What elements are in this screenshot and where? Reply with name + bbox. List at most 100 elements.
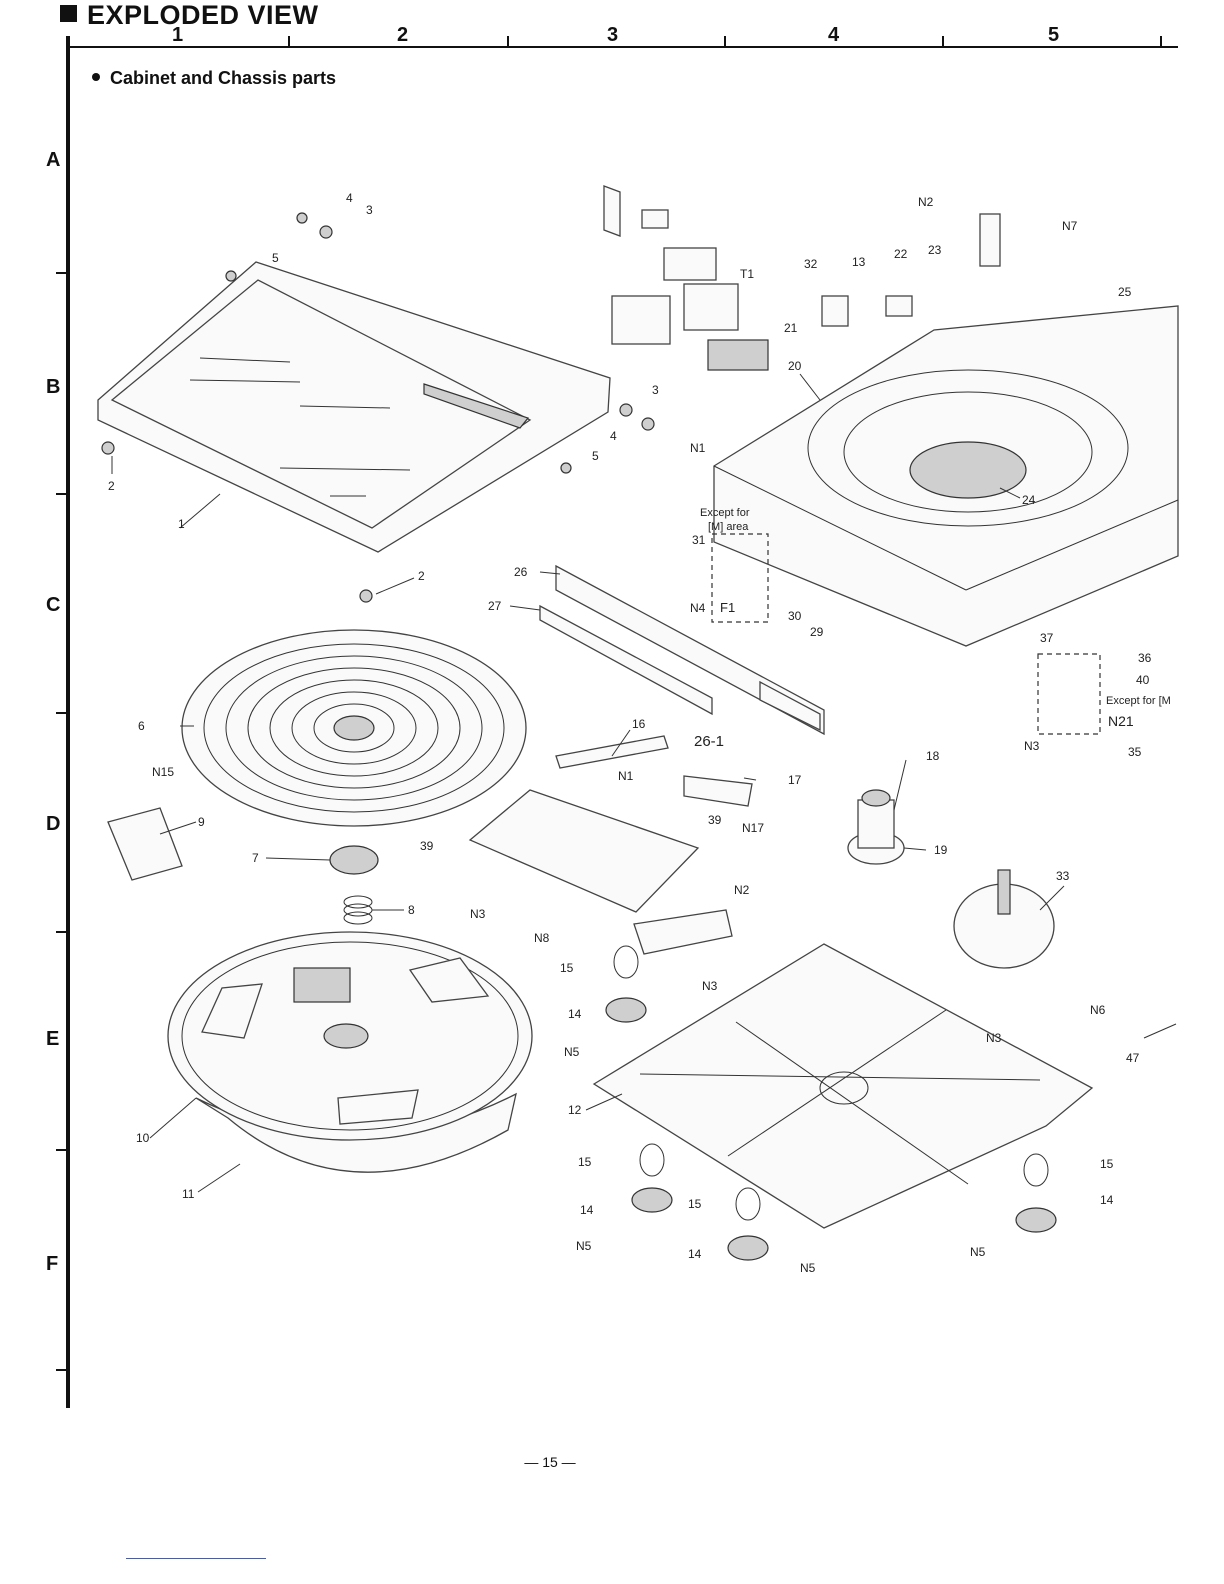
fuse-option-box — [711, 533, 769, 623]
callout: 14 — [568, 1007, 582, 1021]
callout: 2 — [418, 569, 425, 583]
callout: 25 — [1118, 285, 1132, 299]
callout: 30 — [788, 609, 802, 623]
callout: 33 — [1056, 869, 1070, 883]
callout: 29 — [810, 625, 824, 639]
col-tick — [1160, 36, 1162, 48]
row-tick — [56, 493, 68, 495]
main-chassis — [713, 305, 1179, 647]
option-note: Except for [M — [1106, 695, 1171, 707]
col-tick — [724, 36, 726, 48]
callout: 4 — [346, 191, 353, 205]
callout: 47 — [1126, 1051, 1140, 1065]
callout: 14 — [1100, 1193, 1114, 1207]
callout: 35 — [1128, 745, 1142, 759]
callout: 26-1 — [694, 733, 724, 750]
grid-col-3: 3 — [607, 24, 619, 46]
callout: 21 — [784, 321, 798, 335]
callout: 15 — [560, 961, 574, 975]
callout: N21 — [1108, 713, 1134, 729]
callout: N1 — [618, 769, 634, 783]
col-tick — [288, 36, 290, 48]
callout: 6 — [138, 719, 145, 733]
callout: F1 — [720, 600, 735, 615]
callout: 26 — [514, 565, 528, 579]
callout: N7 — [1062, 219, 1078, 233]
callout: N17 — [742, 821, 764, 835]
callout: 9 — [198, 815, 205, 829]
callout: N2 — [734, 883, 750, 897]
callout: N1 — [690, 441, 706, 455]
square-bullet-icon — [60, 5, 77, 22]
grid-col-5: 5 — [1048, 24, 1060, 46]
callout: 4 — [610, 429, 617, 443]
leader-lines — [111, 373, 1177, 1193]
callout: 15 — [688, 1197, 702, 1211]
callout: 32 — [804, 257, 818, 271]
callout: 12 — [568, 1103, 582, 1117]
callout: 3 — [366, 203, 373, 217]
callout: N5 — [576, 1239, 592, 1253]
dust-cover — [97, 261, 611, 553]
row-tick — [56, 272, 68, 274]
callout: 40 — [1136, 673, 1150, 687]
callout: 10 — [136, 1131, 150, 1145]
callout: 39 — [420, 839, 434, 853]
callout: 31 — [692, 533, 706, 547]
callout: N5 — [564, 1045, 580, 1059]
callout: 2 — [108, 479, 115, 493]
footer-rule — [126, 1558, 266, 1559]
top-ruler — [66, 46, 1178, 48]
callout: 8 — [408, 903, 415, 917]
callout: 16 — [632, 717, 646, 731]
callout: 7 — [252, 851, 259, 865]
callout: 23 — [928, 243, 942, 257]
callout: 1 — [178, 517, 185, 531]
callout: 19 — [934, 843, 948, 857]
row-tick — [56, 1369, 68, 1371]
option-box-m — [1037, 653, 1101, 735]
grid-col-4: 4 — [828, 24, 840, 46]
page-number: — 15 — — [524, 1454, 576, 1470]
callout: N6 — [1090, 1003, 1106, 1017]
motor-assembly — [847, 789, 905, 865]
option-note: [M] area — [708, 521, 749, 533]
callout: N5 — [970, 1245, 986, 1259]
col-tick — [507, 36, 509, 48]
callout: 22 — [894, 247, 908, 261]
callout: 3 — [652, 383, 659, 397]
grid-row-c: C — [46, 594, 61, 616]
callout: 36 — [1138, 651, 1152, 665]
option-note: Except for — [700, 507, 750, 519]
callout: N2 — [918, 195, 934, 209]
callout: 20 — [788, 359, 802, 373]
center-hub-parts — [107, 807, 379, 925]
callout: N3 — [702, 979, 718, 993]
grid-row-e: E — [46, 1028, 60, 1050]
callout: 13 — [852, 255, 866, 269]
callout: 27 — [488, 599, 502, 613]
page-title: EXPLODED VIEW — [60, 0, 319, 31]
row-tick — [56, 1149, 68, 1151]
control-circuit-board — [468, 735, 753, 955]
bottom-base-plate — [592, 943, 1094, 1229]
callout: N4 — [690, 601, 706, 615]
callout: 14 — [688, 1247, 702, 1261]
callout: 15 — [1100, 1157, 1114, 1171]
callout: N8 — [534, 931, 550, 945]
callout: N3 — [470, 907, 486, 921]
callout: 17 — [788, 773, 802, 787]
callout: 14 — [580, 1203, 594, 1217]
callout: 18 — [926, 749, 940, 763]
tonearm-base — [953, 869, 1055, 969]
grid-row-b: B — [46, 376, 61, 398]
grid-col-2: 2 — [397, 24, 409, 46]
callout: 24 — [1022, 493, 1036, 507]
row-tick — [56, 931, 68, 933]
hinge-hardware — [101, 212, 655, 603]
callout: 5 — [272, 251, 279, 265]
front-control-panel — [539, 564, 825, 736]
turntable-platter — [167, 931, 533, 1173]
insulator-feet — [605, 945, 1057, 1261]
